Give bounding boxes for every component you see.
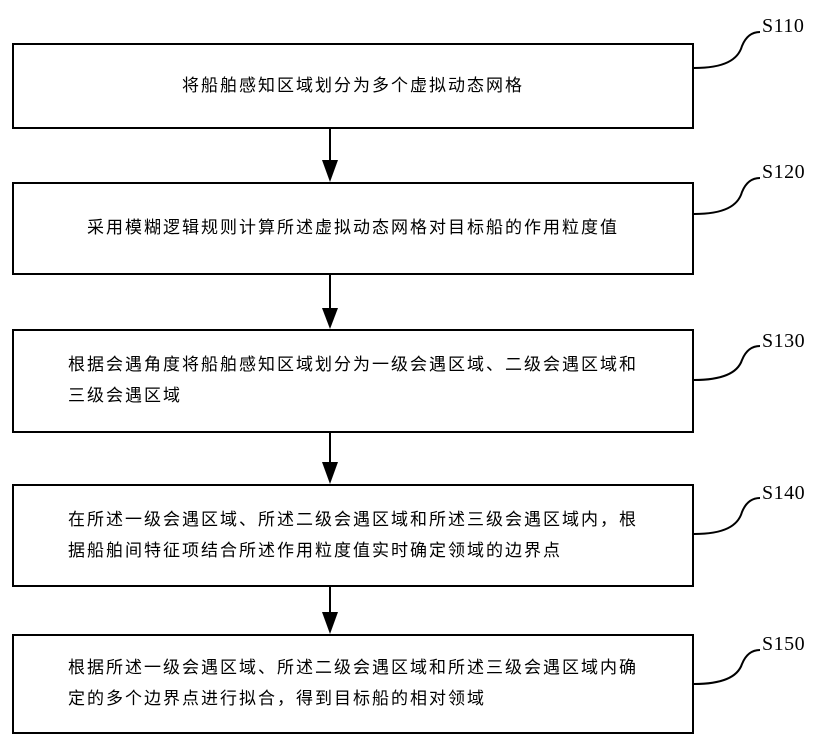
step-box-s130: 根据会遇角度将船舶感知区域划分为一级会遇区域、二级会遇区域和 三级会遇区域: [12, 329, 694, 433]
step-box-s150: 根据所述一级会遇区域、所述二级会遇区域和所述三级会遇区域内确 定的多个边界点进行…: [12, 634, 694, 734]
step-text-s140: 在所述一级会遇区域、所述二级会遇区域和所述三级会遇区域内，根 据船舶间特征项结合…: [68, 505, 638, 567]
leader-s110: [694, 32, 760, 68]
step-box-s120: 采用模糊逻辑规则计算所述虚拟动态网格对目标船的作用粒度值: [12, 182, 694, 275]
leader-s150: [694, 650, 760, 684]
leader-s120: [694, 178, 760, 214]
step-text-s150: 根据所述一级会遇区域、所述二级会遇区域和所述三级会遇区域内确 定的多个边界点进行…: [68, 653, 638, 715]
arrowhead-s130: [322, 308, 338, 329]
step-label-s120: S120: [762, 162, 805, 182]
step-label-s130: S130: [762, 331, 805, 351]
arrowhead-s140: [322, 462, 338, 484]
step-box-s140: 在所述一级会遇区域、所述二级会遇区域和所述三级会遇区域内，根 据船舶间特征项结合…: [12, 484, 694, 587]
leader-s140: [694, 498, 760, 534]
step-label-s110: S110: [762, 16, 804, 36]
arrowhead-s120: [322, 160, 338, 182]
step-text-s120: 采用模糊逻辑规则计算所述虚拟动态网格对目标船的作用粒度值: [87, 213, 619, 244]
step-label-s150: S150: [762, 634, 805, 654]
arrowhead-s150: [322, 612, 338, 634]
step-label-s140: S140: [762, 483, 805, 503]
step-text-s110: 将船舶感知区域划分为多个虚拟动态网格: [182, 71, 524, 102]
leader-s130: [694, 346, 760, 380]
step-text-s130: 根据会遇角度将船舶感知区域划分为一级会遇区域、二级会遇区域和 三级会遇区域: [68, 350, 638, 412]
step-box-s110: 将船舶感知区域划分为多个虚拟动态网格: [12, 43, 694, 129]
label-leaders: [694, 32, 760, 684]
